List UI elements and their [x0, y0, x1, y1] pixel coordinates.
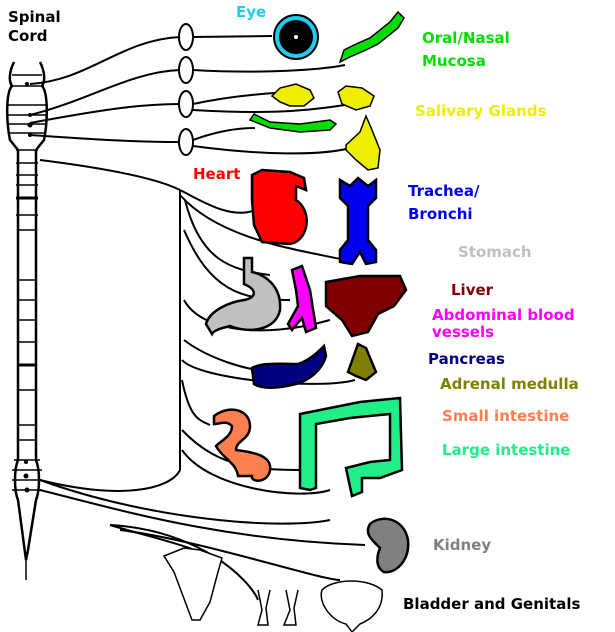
- label-liver: Liver: [451, 281, 494, 299]
- small-intestine-illustration: [212, 408, 272, 482]
- liver-illustration: [324, 274, 408, 338]
- label-salivary-glands: Salivary Glands: [415, 102, 547, 120]
- label-trachea-line1: Trachea/: [408, 182, 480, 200]
- eye-illustration: [273, 14, 319, 60]
- label-small-intestine: Small intestine: [442, 407, 570, 425]
- label-pancreas: Pancreas: [428, 350, 505, 368]
- pancreas-illustration: [250, 343, 328, 389]
- label-spinal-cord: Spinal Cord: [8, 8, 61, 46]
- label-oral-nasal-mucosa: Oral/Nasal Mucosa: [422, 29, 510, 71]
- label-abdominal-line2: vessels: [432, 323, 495, 341]
- stomach-illustration: [204, 256, 282, 337]
- label-abdominal-line1: Abdominal blood: [432, 306, 575, 324]
- label-spinal-cord-line2: Cord: [8, 27, 48, 45]
- ganglia: [178, 23, 194, 156]
- oral-nasal-mucosa-illustration: [248, 10, 405, 133]
- label-trachea-bronchi: Trachea/ Bronchi: [408, 182, 479, 224]
- label-spinal-cord-line1: Spinal: [8, 8, 61, 26]
- kidney-illustration: [366, 517, 410, 574]
- label-eye: Eye: [236, 3, 267, 21]
- label-trachea-line2: Bronchi: [408, 205, 473, 223]
- spinal-cord: [6, 61, 48, 580]
- label-heart: Heart: [193, 165, 241, 183]
- heart-illustration: [250, 168, 308, 246]
- label-stomach: Stomach: [458, 243, 532, 261]
- nerve-fibers: [29, 35, 366, 601]
- abdominal-blood-vessels-illustration: [286, 264, 318, 334]
- trachea-bronchi-illustration: [338, 176, 378, 266]
- bladder-genitals-illustration: [162, 547, 383, 632]
- adrenal-medulla-illustration: [346, 342, 378, 382]
- label-bladder-genitals: Bladder and Genitals: [403, 595, 581, 613]
- label-kidney: Kidney: [433, 536, 492, 554]
- label-oral-nasal-line1: Oral/Nasal: [422, 29, 510, 47]
- salivary-glands-illustration: [270, 83, 381, 171]
- label-large-intestine: Large intestine: [442, 441, 571, 459]
- label-adrenal-medulla: Adrenal medulla: [440, 375, 579, 393]
- large-intestine-illustration: [298, 396, 404, 498]
- label-abdominal-blood-vessels: Abdominal blood vessels: [432, 307, 575, 341]
- label-oral-nasal-line2: Mucosa: [422, 52, 486, 70]
